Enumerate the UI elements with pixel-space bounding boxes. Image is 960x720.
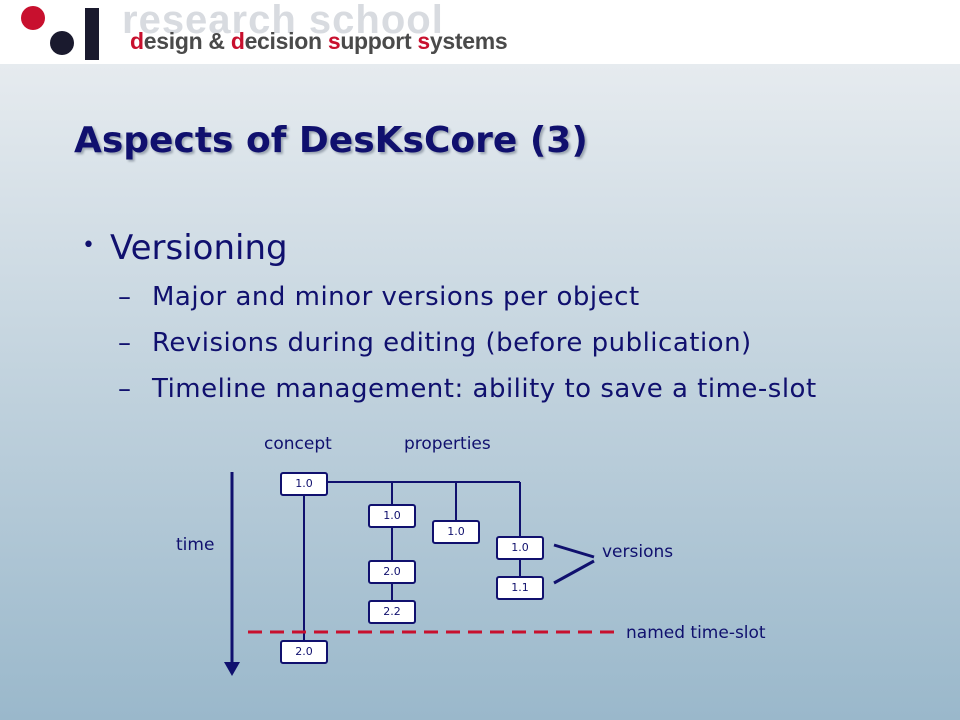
version-box: 1.0 — [368, 504, 416, 528]
logo-sub-text-part: upport — [340, 28, 418, 54]
version-box: 1.1 — [496, 576, 544, 600]
logo-big-text: research school — [122, 0, 444, 42]
dash-icon: – — [118, 374, 132, 404]
logo-bar — [85, 8, 99, 60]
logo-sub-text-part: d — [230, 28, 245, 54]
concept-label: concept — [264, 434, 332, 454]
version-box: 2.2 — [368, 600, 416, 624]
version-box: 2.0 — [368, 560, 416, 584]
time-label: time — [176, 535, 215, 555]
logo-sub-text-part: s — [417, 28, 430, 54]
logo-dark-dot — [50, 31, 74, 55]
logo-sub-text-part: esign & — [143, 28, 231, 54]
logo-sub-text: design & decision support systems — [130, 28, 508, 55]
dash-icon: – — [118, 282, 132, 312]
version-box: 1.0 — [280, 472, 328, 496]
logo-sub-text-part: d — [130, 28, 144, 54]
sub-bullet-text: Major and minor versions per object — [152, 282, 640, 312]
versions-label: versions — [602, 542, 674, 562]
dash-icon: – — [118, 328, 132, 358]
version-box: 2.0 — [280, 640, 328, 664]
slide-title: Aspects of DesKsCore (3) — [74, 120, 588, 161]
sub-bullet-text: Timeline management: ability to save a t… — [152, 374, 817, 404]
bullet-text: Versioning — [110, 228, 288, 268]
bullet-dot-icon: • — [82, 233, 95, 258]
sub-bullet-item: –Revisions during editing (before public… — [118, 328, 752, 358]
sub-bullet-item: –Major and minor versions per object — [118, 282, 640, 312]
versions-pointer — [553, 543, 595, 559]
versions-pointer — [553, 559, 595, 585]
logo-sub-text-part: s — [327, 28, 341, 54]
sub-bullet-item: –Timeline management: ability to save a … — [118, 374, 817, 404]
sub-bullet-text: Revisions during editing (before publica… — [152, 328, 752, 358]
version-box: 1.0 — [496, 536, 544, 560]
time-arrow-head-icon — [224, 662, 240, 676]
version-box: 1.0 — [432, 520, 480, 544]
properties-label: properties — [404, 434, 491, 454]
logo-mark — [21, 6, 99, 60]
logo-sub-text-part: ecision — [244, 28, 328, 54]
logo-header: research school design & decision suppor… — [0, 0, 960, 64]
named-time-slot-label: named time-slot — [626, 623, 766, 643]
bullet-item: • Versioning — [82, 228, 288, 268]
logo-sub-text-part: ystems — [429, 28, 508, 54]
logo-red-dot — [21, 6, 45, 30]
